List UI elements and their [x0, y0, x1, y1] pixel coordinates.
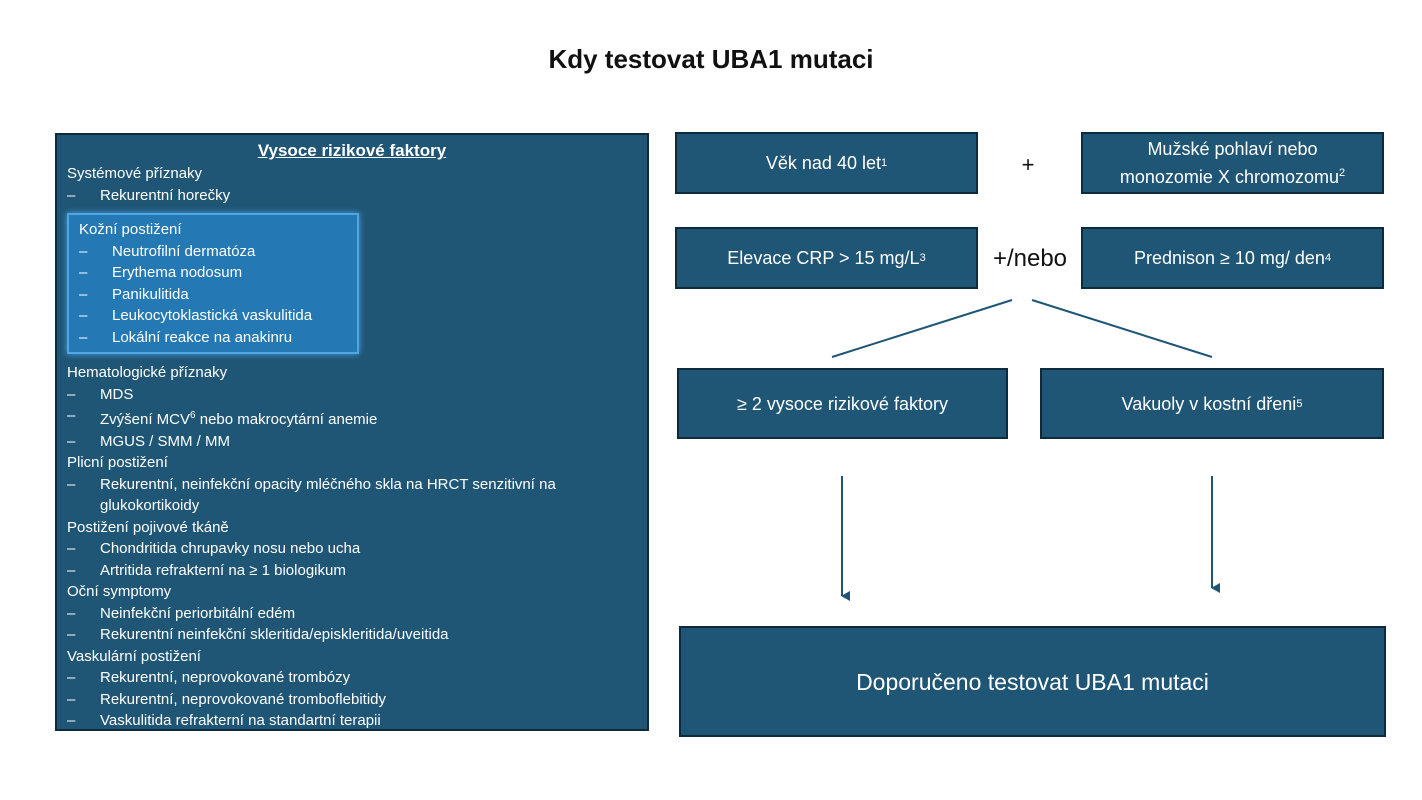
list-item: –Lokální reakce na anakinru	[69, 327, 357, 349]
risk-factors-heading: Vysoce rizikové faktory	[257, 141, 447, 160]
category-vascular: Vaskulární postižení	[67, 647, 201, 665]
two-factors-box: ≥ 2 vysoce rizikové faktory	[677, 368, 1008, 439]
list-item: –Erythema nodosum	[69, 262, 357, 284]
category-skin: Kožní postižení	[79, 221, 182, 238]
list-item: –MDS	[57, 384, 647, 406]
dash-bullet: –	[67, 186, 76, 204]
list-item: –Chondritida chrupavky nosu nebo ucha	[57, 538, 647, 560]
page-title: Kdy testovat UBA1 mutaci	[548, 44, 874, 74]
skin-highlight-box: Kožní postižení –Neutrofilní dermatóza –…	[67, 213, 359, 354]
dash-bullet: –	[67, 604, 76, 622]
list-item: –Rekurentní, neprovokované trombózy	[57, 667, 647, 689]
and-or-label: +/nebo	[992, 245, 1068, 272]
category-pulmonary: Plicní postižení	[67, 454, 168, 471]
list-item: –Artritida refrakterní na ≥ 1 biologikum	[57, 560, 647, 582]
dash-bullet: –	[79, 307, 88, 324]
dash-bullet: –	[67, 540, 76, 557]
dash-bullet: –	[79, 285, 88, 303]
list-item: –Leukocytoklastická vaskulitida	[69, 305, 357, 327]
list-item: –Neutrofilní dermatóza	[69, 241, 357, 263]
branch-line-right	[1031, 299, 1213, 358]
male-box: Mužské pohlaví nebo monozomie X chromozo…	[1081, 132, 1384, 194]
category-systemic: Systémové příznaky	[67, 165, 203, 182]
dash-bullet: –	[67, 385, 76, 403]
dash-bullet: –	[67, 690, 76, 708]
dash-bullet: –	[79, 328, 88, 346]
result-box: Doporučeno testovat UBA1 mutaci	[679, 626, 1386, 737]
dash-bullet: –	[79, 242, 88, 260]
list-item: –Rekurentní, neprovokované tromboflebiti…	[57, 689, 647, 711]
branch-line-left	[831, 299, 1013, 358]
list-item: –Rekurentní horečky	[57, 185, 647, 207]
list-item: –Rekurentní neinfekční skleritida/episkl…	[57, 624, 647, 646]
category-ocular: Oční symptomy	[67, 583, 172, 600]
dash-bullet: –	[79, 264, 88, 281]
dash-bullet: –	[67, 475, 76, 493]
dash-bullet: –	[67, 432, 76, 450]
dash-bullet: –	[67, 561, 76, 579]
dash-bullet: –	[67, 669, 76, 686]
list-item: –Panikulitida	[69, 284, 357, 306]
list-item: –Neinfekční periorbitální edém	[57, 603, 647, 625]
list-item: –MGUS / SMM / MM	[57, 431, 647, 453]
dash-bullet: –	[67, 712, 76, 729]
dash-bullet: –	[67, 407, 76, 424]
dash-bullet: –	[67, 626, 76, 643]
risk-factors-panel: Vysoce rizikové faktory Systémové přízna…	[55, 133, 649, 731]
list-item: –Rekurentní, neinfekční opacity mléčného…	[67, 475, 556, 515]
plus-sign: +	[1021, 152, 1035, 177]
category-connective-tissue: Postižení pojivové tkáně	[67, 518, 229, 536]
list-item: –Zvýšení MCV6 nebo makrocytární anemie	[67, 407, 378, 428]
list-item: –Vaskulitida refrakterní na standartní t…	[57, 710, 647, 732]
category-hematologic: Hematologické příznaky	[67, 364, 228, 381]
